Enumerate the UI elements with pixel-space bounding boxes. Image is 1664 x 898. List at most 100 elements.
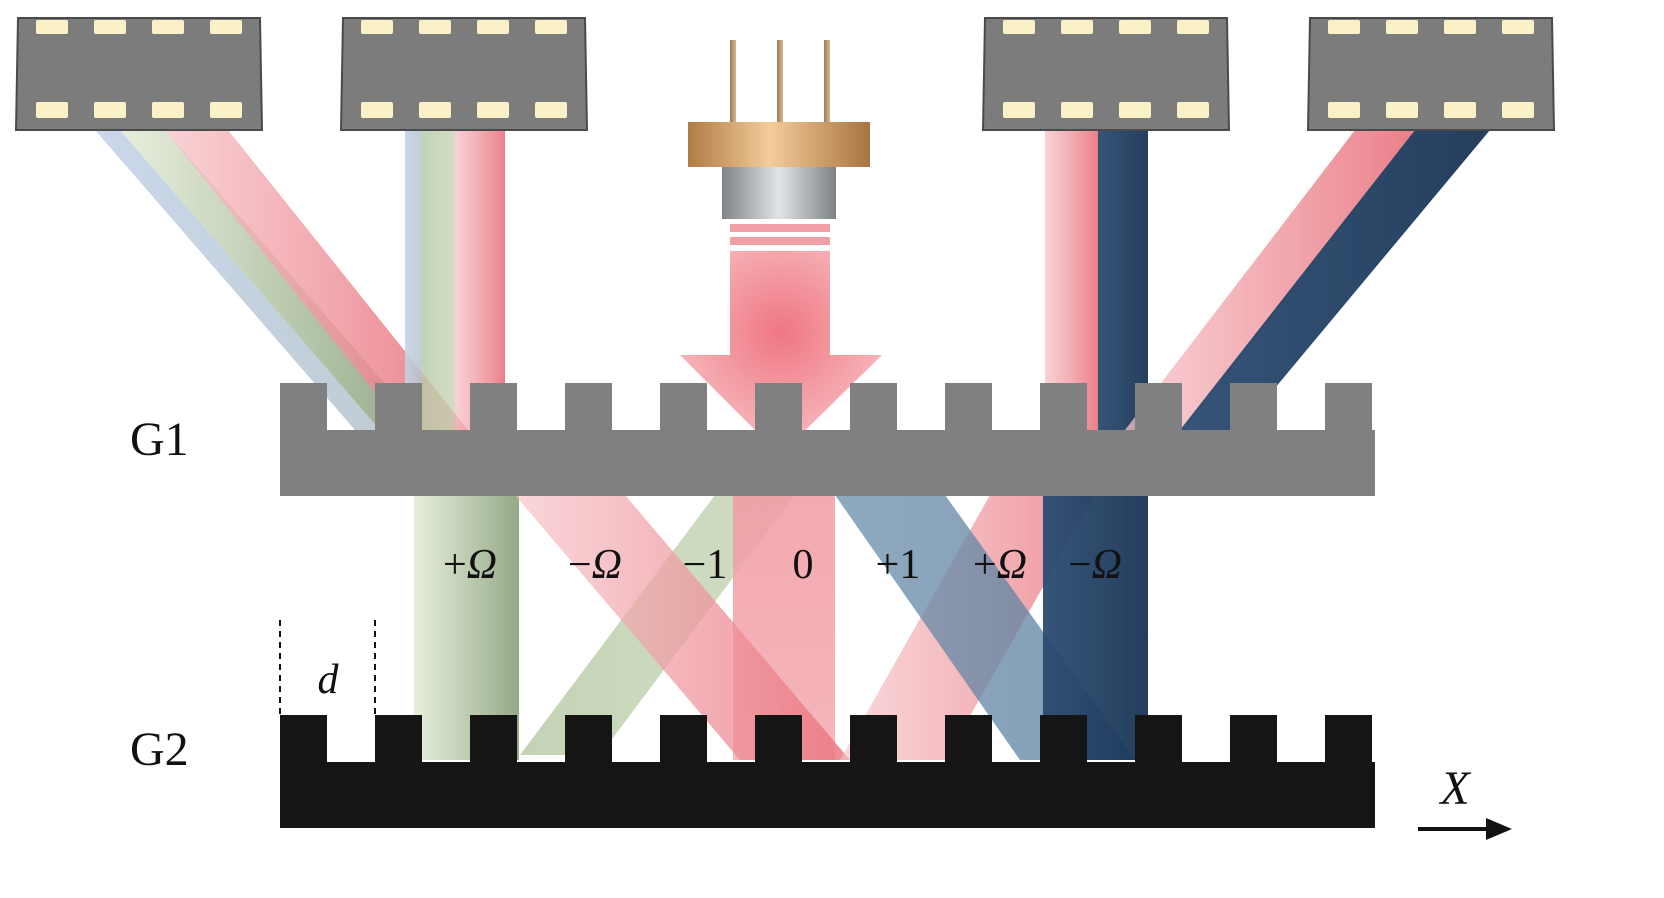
- photodetector-pin-top: [1177, 20, 1209, 34]
- photodetector-pin-bottom: [1328, 102, 1360, 118]
- beam-red-minus-omega-left: [515, 495, 850, 760]
- photodetector-pin-bottom: [152, 102, 184, 118]
- g1-tooth: [280, 383, 327, 431]
- g1-tooth: [1135, 383, 1182, 431]
- upper-beams: [95, 130, 1490, 430]
- order-label: +Ω: [443, 542, 497, 588]
- order-sign: +: [443, 542, 467, 588]
- g1-tooth: [660, 383, 707, 431]
- photodetector-pin-top: [152, 20, 184, 34]
- period-label: d: [318, 657, 340, 703]
- g2-tooth: [375, 715, 422, 763]
- photodetector-pin-top: [210, 20, 242, 34]
- g2-tooth: [1040, 715, 1087, 763]
- incident-beam-segment-2: [730, 237, 830, 245]
- order-label: +Ω: [973, 542, 1027, 588]
- laser-pin-left: [730, 40, 736, 125]
- axis-label: X: [1438, 762, 1471, 815]
- incident-beam-arrow: [680, 224, 882, 455]
- photodetector-icon: [339, 17, 589, 131]
- beam-lightblue-upper-left: [95, 130, 380, 430]
- photodetector-body: [14, 17, 264, 131]
- g2-tooth: [280, 715, 327, 763]
- beam-navy-vertical-right: [1098, 130, 1148, 430]
- photodetector-pin-bottom: [1386, 102, 1418, 118]
- grating-g2: [280, 715, 1375, 828]
- photodetector-icon: [14, 17, 264, 131]
- order-sign: −: [683, 542, 707, 588]
- g1-tooth: [755, 383, 802, 431]
- g2-tooth: [660, 715, 707, 763]
- g2-tooth: [470, 715, 517, 763]
- middle-beams: [414, 495, 1148, 760]
- g1-tooth: [1325, 383, 1372, 431]
- photodetector-pin-top: [477, 20, 509, 34]
- photodetector-body: [339, 17, 589, 131]
- arrow-right-icon: [1418, 818, 1512, 840]
- order-label: −Ω: [568, 542, 622, 588]
- photodetector-body: [1306, 17, 1556, 131]
- photodetector-pin-bottom: [1003, 102, 1035, 118]
- photodetector-pin-bottom: [36, 102, 68, 118]
- order-symbol: 0: [793, 542, 814, 588]
- g1-tooth: [565, 383, 612, 431]
- photodetector-pin-top: [1061, 20, 1093, 34]
- order-label: −Ω: [1068, 542, 1122, 588]
- g2-tooth: [1325, 715, 1372, 763]
- beam-green-plus-omega: [414, 495, 519, 760]
- photodetector-pin-top: [535, 20, 567, 34]
- photodetector-pin-top: [94, 20, 126, 34]
- g1-tooth: [1230, 383, 1277, 431]
- g1-label: G1: [130, 413, 189, 466]
- order-symbol: 1: [899, 542, 920, 588]
- incident-arrow: [680, 251, 882, 455]
- photodetector-pin-bottom: [1119, 102, 1151, 118]
- photodetector-icon: [1306, 17, 1556, 131]
- g2-tooth: [945, 715, 992, 763]
- g1-tooth: [850, 383, 897, 431]
- g2-tooth: [565, 715, 612, 763]
- laser-pin-middle: [777, 40, 783, 125]
- laser-flange: [688, 122, 870, 167]
- photodetector-pin-top: [1119, 20, 1151, 34]
- photodetector-pin-bottom: [1061, 102, 1093, 118]
- g2-label: G2: [130, 723, 189, 776]
- photodetector-pin-top: [419, 20, 451, 34]
- photodetector-pin-top: [1444, 20, 1476, 34]
- g2-tooth: [1230, 715, 1277, 763]
- g2-tooth: [850, 715, 897, 763]
- grating-g1: [280, 383, 1375, 496]
- incident-beam-segment-1: [730, 224, 830, 232]
- order-sign: −: [1068, 542, 1092, 588]
- order-symbol: Ω: [467, 542, 497, 588]
- g2-tooth: [1135, 715, 1182, 763]
- beam-navy-upper-right: [1180, 130, 1490, 430]
- photodetector-pin-top: [1502, 20, 1534, 34]
- photodetector-pin-bottom: [477, 102, 509, 118]
- photodetector-pin-bottom: [1444, 102, 1476, 118]
- order-label: 0: [793, 542, 814, 588]
- photodetector-pin-bottom: [535, 102, 567, 118]
- g1-tooth: [945, 383, 992, 431]
- order-sign: −: [568, 542, 592, 588]
- photodetector-pin-bottom: [1177, 102, 1209, 118]
- laser-diode-icon: [688, 40, 870, 219]
- g2-tooth: [755, 715, 802, 763]
- beam-navy-minus-omega-right: [1043, 495, 1148, 760]
- beam-red-vertical-right: [1045, 130, 1098, 430]
- g1-tooth: [1040, 383, 1087, 431]
- photodetector-pin-top: [1386, 20, 1418, 34]
- photodetector-group: [14, 17, 1556, 131]
- g2-base: [280, 762, 1375, 828]
- g1-tooth: [375, 383, 422, 431]
- beam-red-upper-left: [165, 130, 468, 430]
- order-label: +1: [876, 542, 921, 588]
- order-symbol: 1: [706, 542, 727, 588]
- order-sign: +: [973, 542, 997, 588]
- order-sign: +: [876, 542, 900, 588]
- photodetector-body: [981, 17, 1231, 131]
- g1-tooth: [470, 383, 517, 431]
- beam-lightblue-vertical-left: [405, 130, 422, 430]
